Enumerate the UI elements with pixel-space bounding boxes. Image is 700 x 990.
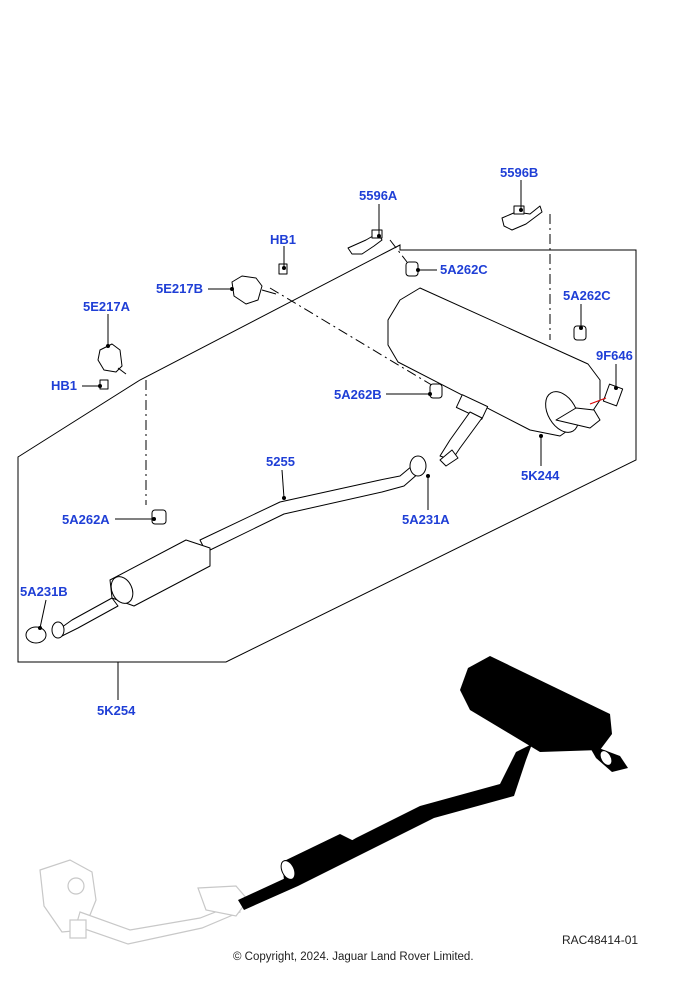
callout-5k254[interactable]: 5K254 <box>97 703 136 718</box>
center-muffler[interactable] <box>57 539 211 637</box>
rear-muffler-5k244[interactable] <box>387 287 601 461</box>
callout-5k244[interactable]: 5K244 <box>521 468 560 483</box>
callout-hb1-left[interactable]: HB1 <box>51 378 77 393</box>
callout-5596b[interactable]: 5596B <box>500 165 538 180</box>
callout-5596a[interactable]: 5596A <box>359 188 398 203</box>
installed-view <box>39 656 628 945</box>
callout-5e217a[interactable]: 5E217A <box>83 299 131 314</box>
silhouette-center-muffler <box>282 834 356 884</box>
hanger-5a262a[interactable] <box>151 509 167 525</box>
assembly-lines <box>145 214 551 505</box>
assembly-outline-5k254 <box>17 244 637 663</box>
callout-hb1-top[interactable]: HB1 <box>270 232 296 247</box>
copyright-notice: © Copyright, 2024. Jaguar Land Rover Lim… <box>233 951 474 963</box>
silhouette-pipe <box>238 744 532 910</box>
leader-dots <box>38 208 618 630</box>
clamp-5a231a[interactable] <box>409 455 427 477</box>
callout-5255[interactable]: 5255 <box>266 454 295 469</box>
silhouette-rear-muffler <box>460 656 612 752</box>
hanger-5a262c-upper[interactable] <box>405 261 419 277</box>
callout-9f646[interactable]: 9F646 <box>596 348 633 363</box>
callout-5e217b[interactable]: 5E217B <box>156 281 203 296</box>
hanger-5a262c-lower[interactable] <box>573 325 587 341</box>
callout-5a262c-upper[interactable]: 5A262C <box>440 262 488 277</box>
catalyst-ghost <box>39 859 249 945</box>
sensor-9f646[interactable] <box>589 383 624 407</box>
callout-5a231b[interactable]: 5A231B <box>20 584 68 599</box>
bracket-5e217a[interactable] <box>97 343 127 375</box>
callout-5a262a[interactable]: 5A262A <box>62 512 110 527</box>
bracket-5e217b[interactable] <box>231 275 277 305</box>
callout-5a231a[interactable]: 5A231A <box>402 512 450 527</box>
callout-5a262b[interactable]: 5A262B <box>334 387 382 402</box>
bracket-5596a[interactable] <box>347 229 383 255</box>
reference-number: RAC48414-01 <box>562 933 638 947</box>
hanger-5a262b[interactable] <box>429 383 443 399</box>
callout-5a262c-lower[interactable]: 5A262C <box>563 288 611 303</box>
leader-lines <box>39 180 617 700</box>
clamp-5a231b[interactable] <box>25 621 65 644</box>
